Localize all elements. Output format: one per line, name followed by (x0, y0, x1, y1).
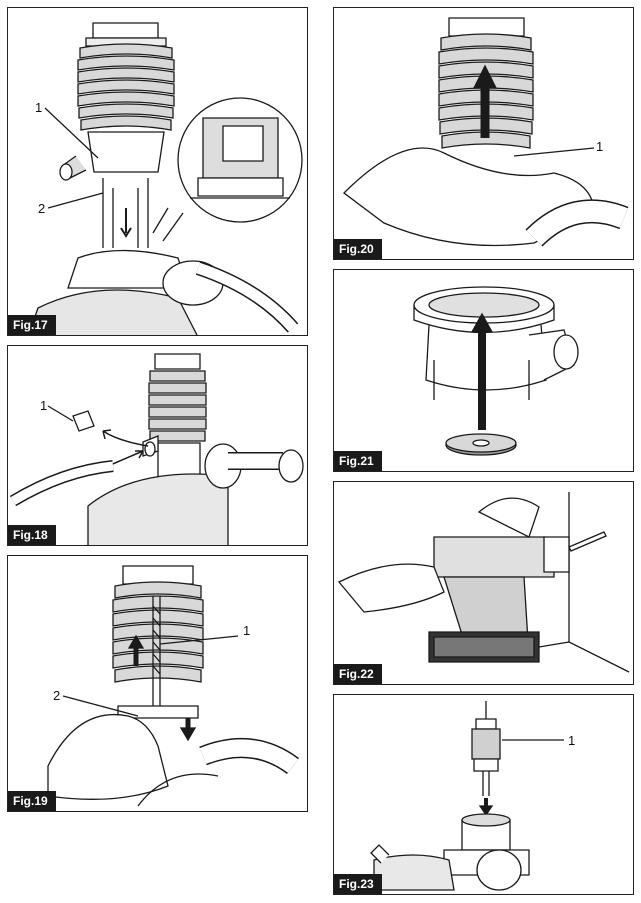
figure-18-label: Fig.18 (8, 525, 56, 545)
figure-17-label: Fig.17 (8, 315, 56, 335)
figure-22-illustration (337, 492, 630, 673)
figure-22-label: Fig.22 (334, 664, 382, 684)
figure-17-callout-2: 2 (38, 201, 46, 216)
figure-23-callout-1: 1 (568, 733, 576, 748)
figure-21-illustration (413, 286, 579, 456)
figure-23-panel: 1 Fig.23 (333, 694, 634, 895)
figure-18-illustration (9, 353, 304, 545)
figure-19-callout-2: 2 (53, 688, 61, 703)
figure-18-callout-1: 1 (40, 398, 48, 413)
figure-17-callout-1: 1 (35, 100, 43, 115)
figure-23-illustration (370, 701, 564, 891)
figure-17-illustration (28, 22, 303, 335)
figure-19-label: Fig.19 (8, 791, 56, 811)
figure-19-panel: 1 2 Fig.19 (7, 555, 308, 812)
figure-18-panel: 1 Fig.18 (7, 345, 308, 546)
figure-21-label: Fig.21 (334, 451, 382, 471)
figure-23-label: Fig.23 (334, 874, 382, 894)
figure-20-callout-1: 1 (596, 139, 604, 154)
figure-19-callout-1: 1 (243, 623, 251, 638)
figure-19-illustration (47, 565, 299, 807)
figure-20-label: Fig.20 (334, 239, 382, 259)
figure-17-panel: 1 2 Fig.17 (7, 7, 308, 336)
figure-20-panel: 1 Fig.20 (333, 7, 634, 260)
figure-20-illustration (343, 17, 629, 247)
figure-22-panel: Fig.22 (333, 481, 634, 685)
figure-21-panel: Fig.21 (333, 269, 634, 472)
